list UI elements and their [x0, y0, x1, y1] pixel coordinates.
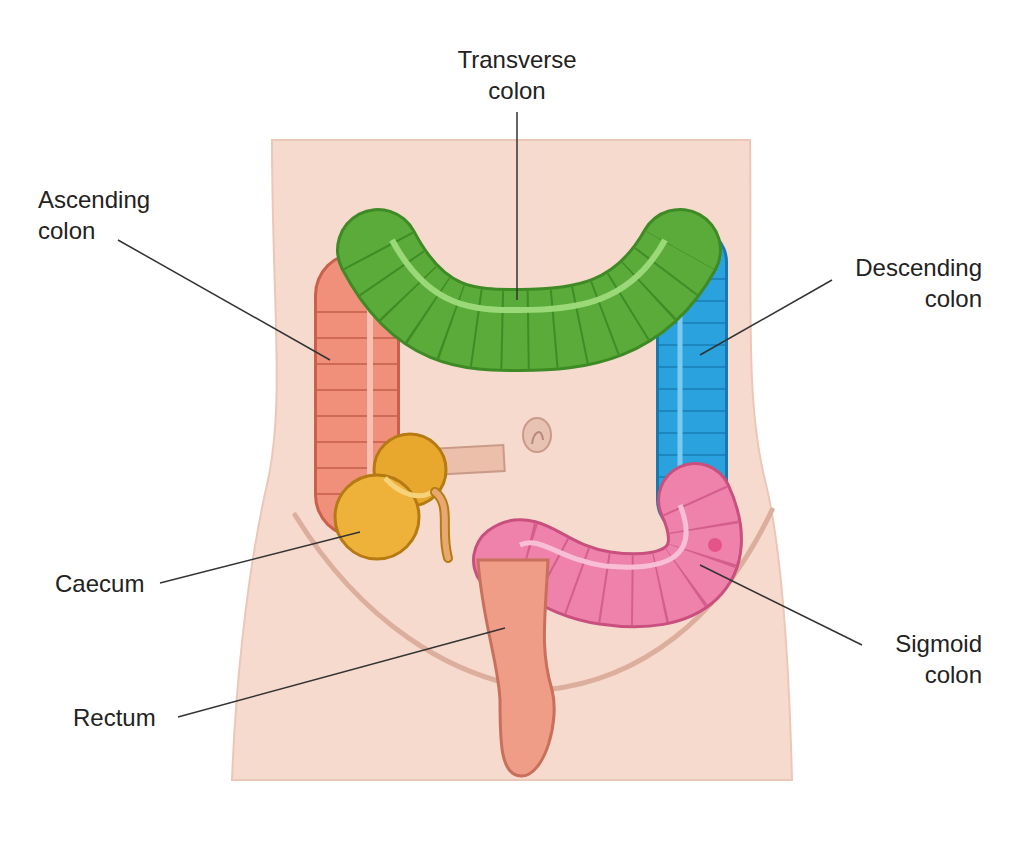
caecum-band	[385, 478, 432, 496]
part-label: Ascending colon	[38, 184, 188, 246]
part-label: Rectum	[73, 702, 203, 733]
part-label: Transverse colon	[442, 44, 592, 106]
navel-fold	[532, 432, 543, 444]
appendix	[435, 492, 448, 558]
taenia	[392, 240, 665, 310]
appendix	[435, 492, 448, 558]
transverse-haustra	[378, 250, 680, 330]
rectum	[478, 560, 554, 776]
leader-line	[700, 280, 832, 355]
leader-line	[700, 565, 862, 645]
transverse-colon	[378, 250, 680, 330]
taenia	[367, 300, 373, 490]
leader-line	[516, 112, 518, 300]
torso	[232, 140, 792, 780]
caecum	[335, 475, 419, 559]
part-label: Caecum	[55, 568, 185, 599]
sigmoid-spot	[708, 538, 722, 552]
part-label: Sigmoid colon	[850, 628, 982, 690]
part-label: Descending colon	[830, 252, 982, 314]
leader-line	[160, 532, 360, 583]
leader-line	[118, 240, 330, 360]
transverse-colon	[378, 250, 680, 330]
leader-line	[178, 628, 505, 717]
navel	[523, 418, 551, 452]
taenia	[520, 505, 686, 567]
